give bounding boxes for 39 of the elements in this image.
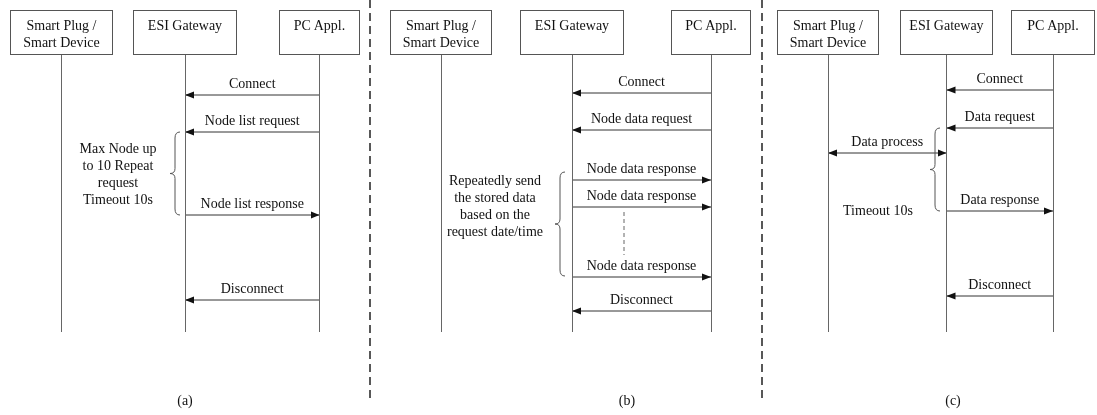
participant-box: Smart Plug / Smart Device	[777, 10, 879, 55]
edge-label: Node data response	[584, 188, 699, 204]
edge-label: Node data response	[584, 161, 699, 177]
annotation-text: Max Node up to 10 Repeat request Timeout 10s	[78, 140, 158, 208]
message-arrow	[946, 86, 1054, 94]
message-arrow	[827, 149, 947, 157]
message-arrow	[571, 273, 712, 281]
participant-box: ESI Gateway	[133, 10, 237, 55]
message-arrow	[946, 124, 1054, 132]
edge-label: Node list response	[198, 196, 306, 212]
edge-label: Node list request	[202, 113, 302, 129]
participant-box: PC Appl.	[279, 10, 360, 55]
message-arrow	[946, 292, 1054, 300]
annotation-text: Timeout 10s	[842, 202, 914, 219]
edge-label: Data process	[849, 134, 926, 150]
message-arrow	[184, 211, 320, 219]
message-arrow	[571, 203, 712, 211]
edge-label: Node data response	[584, 258, 699, 274]
message-arrow	[571, 126, 712, 134]
message-arrow	[571, 89, 712, 97]
annotation-text: Repeatedly send the stored data based on the request date/time	[446, 172, 544, 240]
edge-label: Node data request	[588, 111, 695, 127]
message-arrow	[184, 296, 320, 304]
participant-box: PC Appl.	[671, 10, 751, 55]
participant-box: Smart Plug / Smart Device	[10, 10, 113, 55]
panel-caption: (a)	[176, 392, 194, 409]
participant-box: ESI Gateway	[900, 10, 993, 55]
edge-label: Data response	[958, 192, 1042, 208]
panel-caption: (b)	[617, 392, 637, 409]
participant-box: Smart Plug / Smart Device	[390, 10, 492, 55]
edge-label: Data request	[962, 109, 1037, 125]
message-arrow	[184, 128, 320, 136]
participant-box: ESI Gateway	[520, 10, 624, 55]
message-arrow	[571, 176, 712, 184]
message-arrow	[184, 91, 320, 99]
message-arrow	[571, 307, 712, 315]
panel-caption: (c)	[944, 392, 962, 409]
participant-box: PC Appl.	[1011, 10, 1095, 55]
message-arrow	[946, 207, 1054, 215]
